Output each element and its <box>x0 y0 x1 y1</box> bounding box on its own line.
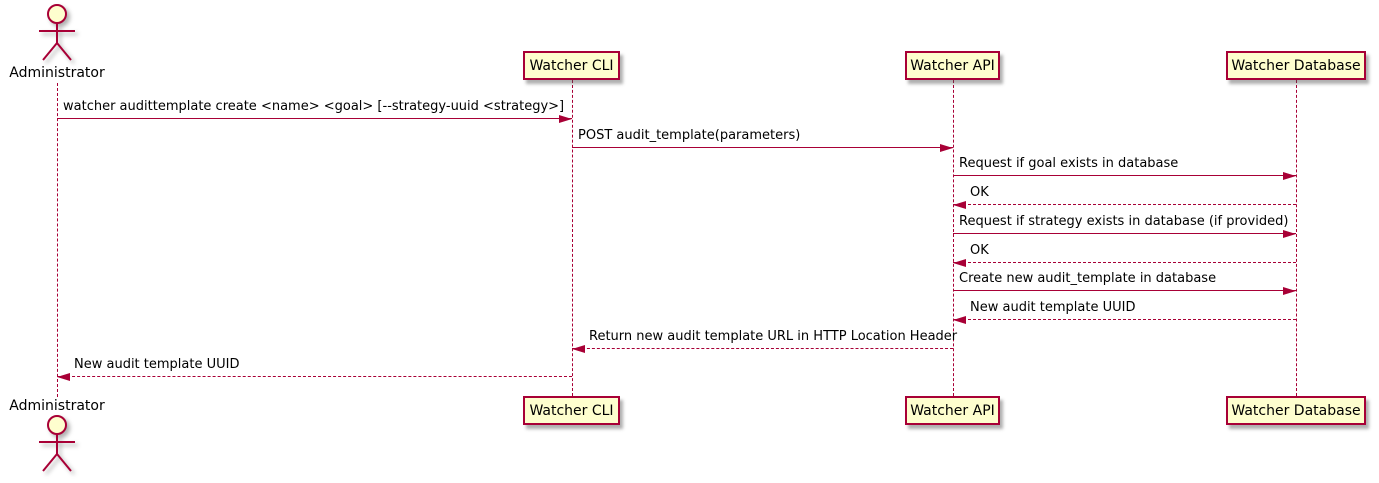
participant-label: Watcher CLI <box>529 402 614 419</box>
participant-label: Watcher API <box>910 402 995 419</box>
participant-box-watcher-cli-top: Watcher CLI <box>523 51 620 80</box>
participant-box-watcher-database-bottom: Watcher Database <box>1226 396 1366 425</box>
message-5-label: OK <box>970 243 989 258</box>
participant-box-watcher-cli-bottom: Watcher CLI <box>523 396 620 425</box>
lifeline-watcher-api <box>953 80 954 396</box>
participant-label: Watcher CLI <box>529 57 614 74</box>
message-0-label: watcher audittemplate create <name> <goa… <box>63 99 565 114</box>
message-0-arrowhead <box>559 115 572 123</box>
message-1-line <box>572 147 953 148</box>
participant-label: Watcher Database <box>1231 402 1361 419</box>
message-3-label: OK <box>970 185 989 200</box>
participant-label: Watcher Database <box>1231 57 1361 74</box>
message-7-line <box>953 319 1296 320</box>
message-8-label: Return new audit template URL in HTTP Lo… <box>589 329 958 344</box>
actor-label-administrator-bottom: Administrator <box>9 398 105 414</box>
message-4-arrowhead <box>1283 230 1296 238</box>
message-2-label: Request if goal exists in database <box>959 156 1179 171</box>
participant-box-watcher-api-bottom: Watcher API <box>905 396 1000 425</box>
message-8-line <box>572 348 953 349</box>
message-6-arrowhead <box>1283 287 1296 295</box>
message-6-line <box>953 290 1296 291</box>
message-9-label: New audit template UUID <box>74 357 240 372</box>
message-9-arrowhead <box>57 373 70 381</box>
message-1-label: POST audit_template(parameters) <box>578 128 801 143</box>
message-5-arrowhead <box>953 259 966 267</box>
message-3-line <box>953 204 1296 205</box>
message-6-label: Create new audit_template in database <box>959 271 1217 286</box>
message-5-line <box>953 262 1296 263</box>
message-1-arrowhead <box>940 144 953 152</box>
lifeline-watcher-cli <box>572 80 573 396</box>
message-8-arrowhead <box>572 345 585 353</box>
message-7-label: New audit template UUID <box>970 300 1136 315</box>
message-3-arrowhead <box>953 201 966 209</box>
message-4-line <box>953 233 1296 234</box>
participant-box-watcher-api-top: Watcher API <box>905 51 1000 80</box>
participant-box-watcher-database-top: Watcher Database <box>1226 51 1366 80</box>
message-7-arrowhead <box>953 316 966 324</box>
message-4-label: Request if strategy exists in database (… <box>959 214 1289 229</box>
message-2-line <box>953 175 1296 176</box>
message-2-arrowhead <box>1283 172 1296 180</box>
actor-figure-administrator-top <box>32 3 82 67</box>
lifeline-administrator <box>57 83 58 397</box>
participant-label: Watcher API <box>910 57 995 74</box>
message-0-line <box>57 118 572 119</box>
lifeline-watcher-database <box>1296 80 1297 396</box>
actor-label-administrator-top: Administrator <box>9 65 105 81</box>
message-9-line <box>57 376 572 377</box>
actor-figure-administrator-bottom <box>32 414 82 478</box>
